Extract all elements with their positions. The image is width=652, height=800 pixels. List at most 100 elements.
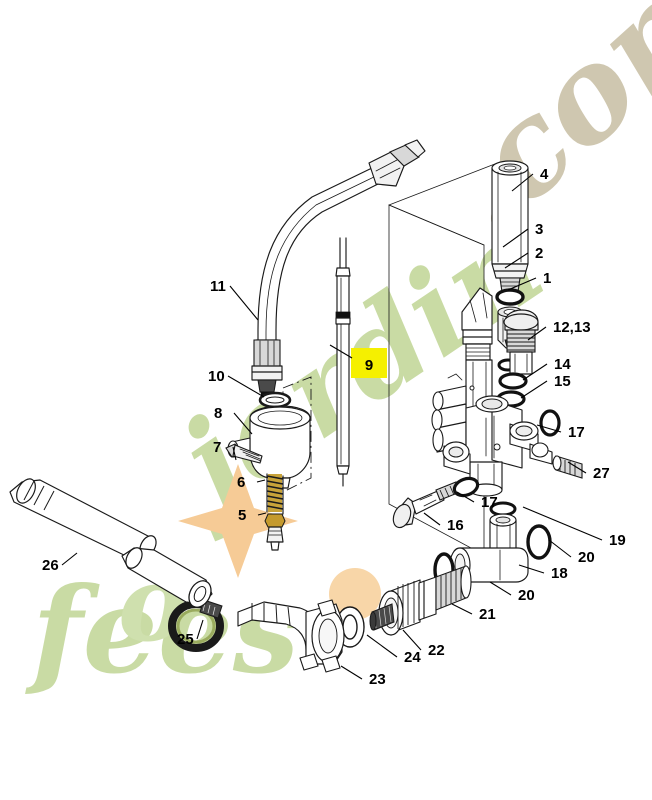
callout-label-17b: 17: [481, 494, 498, 511]
callout-leader-23: [340, 665, 363, 680]
part-27-bushing: [552, 455, 583, 479]
callout-leader-16: [423, 512, 441, 526]
callout-leader-5: [257, 512, 267, 516]
callout-label-21: 21: [479, 606, 496, 623]
callout-22: 22: [402, 629, 445, 659]
part-4-cylinder: [491, 160, 529, 293]
manifold-top-cone: [461, 287, 493, 361]
part-12-13-plunger: [503, 309, 539, 375]
callout-14: 14: [522, 356, 571, 381]
callout-leader-11: [229, 285, 259, 321]
callout-label-11: 11: [210, 278, 226, 295]
manifold-left-ports: [431, 373, 467, 453]
callout-label-26: 26: [42, 557, 59, 574]
callout-label-2: 2: [535, 245, 543, 262]
part-9-highlight-box: [351, 348, 387, 378]
callout-label-5: 5: [238, 507, 246, 524]
callout-leader-27: [567, 461, 587, 474]
callout-leader-6: [256, 479, 266, 483]
part-18-elbow-block: [449, 513, 529, 583]
callout-19: 19: [522, 506, 626, 549]
callout-layer: 12345678101112,1314151617171819202021222…: [42, 166, 626, 688]
watermark-dot-accent: [329, 568, 381, 620]
callout-label-25: 25: [177, 631, 194, 648]
callout-label-17a: 17: [568, 424, 585, 441]
part-9-probe: [335, 237, 351, 487]
part-20-oring-right: [526, 524, 552, 560]
callout-6: 6: [237, 474, 266, 491]
callout-15: 15: [520, 373, 571, 399]
callout-label-18: 18: [551, 565, 568, 582]
callout-leader-15: [520, 380, 548, 399]
callout-4: 4: [511, 166, 549, 192]
part-21-coupling: [378, 565, 472, 636]
callout-label-6: 6: [237, 474, 245, 491]
callout-16: 16: [423, 512, 464, 534]
callout-leader-7: [232, 446, 237, 461]
callout-label-23: 23: [369, 671, 386, 688]
callout-leader-17b: [456, 491, 475, 503]
callout-7: 7: [213, 439, 237, 461]
callout-label-27: 27: [593, 465, 610, 482]
callout-25: 25: [177, 619, 204, 648]
callout-27: 27: [567, 461, 610, 482]
callout-17b: 17: [456, 491, 498, 511]
part-10-oring: [258, 391, 292, 409]
callout-leader-3: [502, 228, 529, 248]
callout-leader-18: [518, 564, 545, 574]
callout-1: 1: [507, 270, 551, 291]
callout-leader-2: [504, 252, 529, 269]
callout-label-15: 15: [554, 373, 571, 390]
callout-label-3: 3: [535, 221, 543, 238]
callout-label-16: 16: [447, 517, 464, 534]
manifold-center-block: [465, 395, 553, 497]
callout-label-1: 1: [543, 270, 551, 287]
callout-label-10: 10: [208, 368, 225, 385]
manifold-front-port: [442, 441, 471, 475]
valve-manifold-assembly: [431, 287, 553, 497]
callout-leader-25: [196, 619, 204, 640]
callout-2: 2: [504, 245, 543, 269]
part-6-spring: [266, 473, 284, 515]
callout-leader-4: [511, 173, 534, 192]
callout-12,13: 12,13: [527, 319, 591, 341]
callout-label-8: 8: [214, 405, 222, 422]
callout-leader-12,13: [527, 326, 547, 341]
callout-label-19: 19: [609, 532, 626, 549]
callout-leader-21: [451, 603, 473, 615]
part-17-oring-lower: [452, 476, 480, 498]
part-23-hose-elbow: [237, 599, 345, 673]
callout-label-9-highlighted: 9: [365, 357, 373, 374]
part-5-brass-nipple: [264, 513, 286, 551]
callout-leader-14: [522, 363, 548, 381]
callout-leader-9: [329, 344, 353, 359]
part-11-hose-assembly: [251, 139, 426, 399]
callout-leader-24: [366, 634, 398, 658]
callout-11: 11: [210, 278, 259, 321]
callout-leader-19: [522, 506, 603, 541]
callout-8: 8: [214, 405, 253, 435]
callout-label-12,13: 12,13: [553, 319, 591, 336]
callout-label-22: 22: [428, 642, 445, 659]
callout-leader-10: [227, 375, 265, 398]
left-valve-stack: [225, 391, 311, 551]
callout-label-24: 24: [404, 649, 421, 666]
callout-leader-20b: [489, 581, 512, 596]
callout-label-4: 4: [540, 166, 549, 183]
part-26-suction-tubes: [9, 478, 213, 608]
callout-24: 24: [366, 634, 421, 666]
watermark-star-accent: [178, 464, 298, 578]
part-22-filter-insert: [369, 603, 395, 631]
callout-label-7: 7: [213, 439, 221, 456]
part-14-oring: [498, 372, 528, 390]
callout-label-20b: 20: [518, 587, 535, 604]
callout-10: 10: [208, 368, 265, 398]
part-25-hose-clamp: [167, 599, 225, 653]
callout-leader-17a: [536, 424, 562, 433]
callout-leader-20a: [548, 539, 572, 558]
callout-20a: 20: [548, 539, 595, 566]
callout-18: 18: [518, 564, 568, 582]
callout-17a: 17: [536, 424, 585, 441]
